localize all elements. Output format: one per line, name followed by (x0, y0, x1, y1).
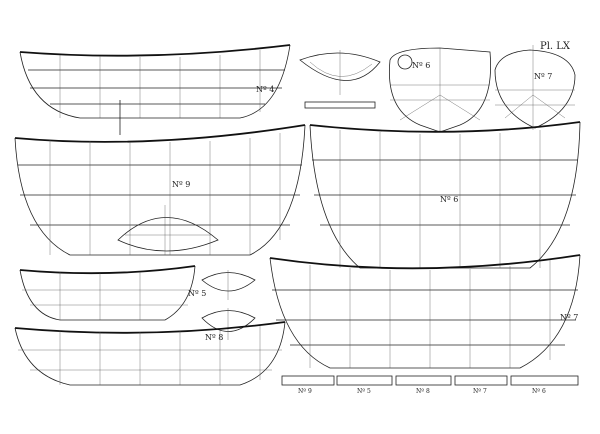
scale-label: Nº 6 (532, 388, 546, 395)
body-plan-no7 (494, 45, 576, 130)
label-hull-no5: Nº 5 (188, 289, 207, 298)
hull-no7 (269, 254, 581, 369)
scale-bars (281, 375, 579, 386)
label-hull-no6: Nº 6 (440, 195, 459, 204)
label-hull-no7: Nº 7 (560, 313, 579, 322)
scale-label: Nº 5 (357, 388, 371, 395)
label-body-no7: Nº 7 (534, 72, 553, 81)
label-body-no8: Nº 8 (205, 333, 224, 342)
hull-bottom (14, 321, 286, 386)
body-plan-no6 (389, 47, 491, 133)
scale-label: Nº 8 (416, 388, 430, 395)
scale-label: Nº 7 (473, 388, 487, 395)
hull-no4 (19, 44, 291, 135)
scale-label: Nº 9 (298, 388, 312, 395)
hull-no6 (309, 121, 581, 269)
label-hull-no4: Nº 4 (256, 85, 275, 94)
label-hull-no9: Nº 9 (172, 180, 191, 189)
plate-title: Pl. LX (540, 41, 571, 52)
small-boat-plan (299, 50, 381, 109)
label-body-no6: Nº 6 (412, 61, 431, 70)
hull-no9 (14, 124, 306, 256)
hull-no5 (19, 265, 196, 321)
